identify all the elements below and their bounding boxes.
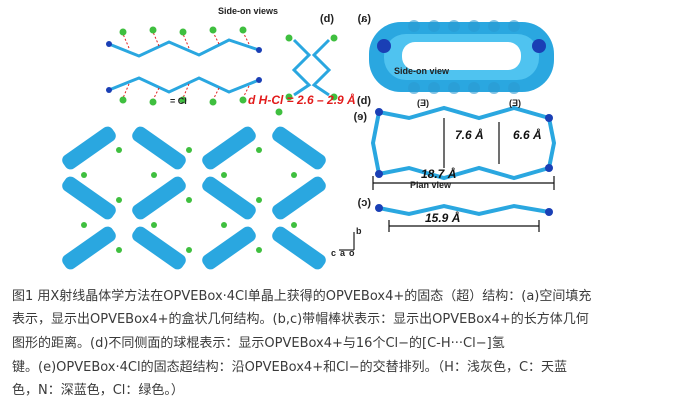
panel-c-dimension-line [388, 220, 540, 232]
caption-line-2: 表示，显示出OPVEBox4+的盒状几何结构。(b,c)带帽棒状表示：显示出OP… [12, 312, 589, 327]
dim-15-9: 15.9 Å [425, 211, 460, 225]
axis-c-label: c [331, 248, 336, 258]
caption-line-4: 键。(e)OPVEBox·4Cl的固态超结构：沿OPVEBox4+和Cl−的交替… [12, 360, 568, 375]
caption-line-3: 图形的距离。(d)不同侧面的球棍表示：显示OPVEBox4+与16个Cl−的[C… [12, 336, 505, 351]
axis-b-label: b [356, 226, 362, 236]
panel-b-right-label: (b) [357, 95, 371, 107]
panel-b-dimension-lines [372, 118, 555, 190]
side-on-view-bottom: Side-on view [394, 66, 450, 76]
panel-e-lattice [62, 126, 326, 270]
panel-b-nitrogens [375, 108, 553, 178]
caption-line-5: 色，N：深蓝色，Cl：绿色。） [12, 383, 184, 398]
panel-b-top-label: (b) [320, 13, 334, 25]
panel-c-label: (c) [357, 197, 371, 209]
panel-a-space-filling [369, 20, 554, 94]
panel-c-nitrogens [375, 204, 553, 216]
dim-7-6: 7.6 Å [455, 128, 484, 142]
side-on-views-top: Side-on views [218, 6, 278, 16]
plan-view-label: Plan view [410, 180, 452, 190]
panel-a-label: (a) [357, 13, 371, 25]
axis-indicator [339, 232, 355, 251]
panel-b-plan-view [370, 105, 557, 181]
e-label-right: (E) [417, 98, 429, 108]
panel-c-side-view [378, 203, 550, 217]
dim-18-7: 18.7 Å [421, 167, 456, 181]
axis-o-label: o [349, 248, 355, 258]
panel-e-label: (e) [353, 111, 367, 123]
dim-6-6: 6.6 Å [513, 128, 542, 142]
axis-a-label: a [340, 248, 346, 258]
e-label-left: (E) [509, 98, 521, 108]
panel-b-side-on-views [106, 26, 338, 116]
cl-legend: = Cl [170, 96, 187, 106]
caption-line-1: 图1 用X射线晶体学方法在OPVEBox·4Cl单晶上获得的OPVEBox4+的… [12, 289, 592, 304]
hcl-distance-label: d H-Cl = 2.6 – 2.9 Å [248, 93, 356, 107]
